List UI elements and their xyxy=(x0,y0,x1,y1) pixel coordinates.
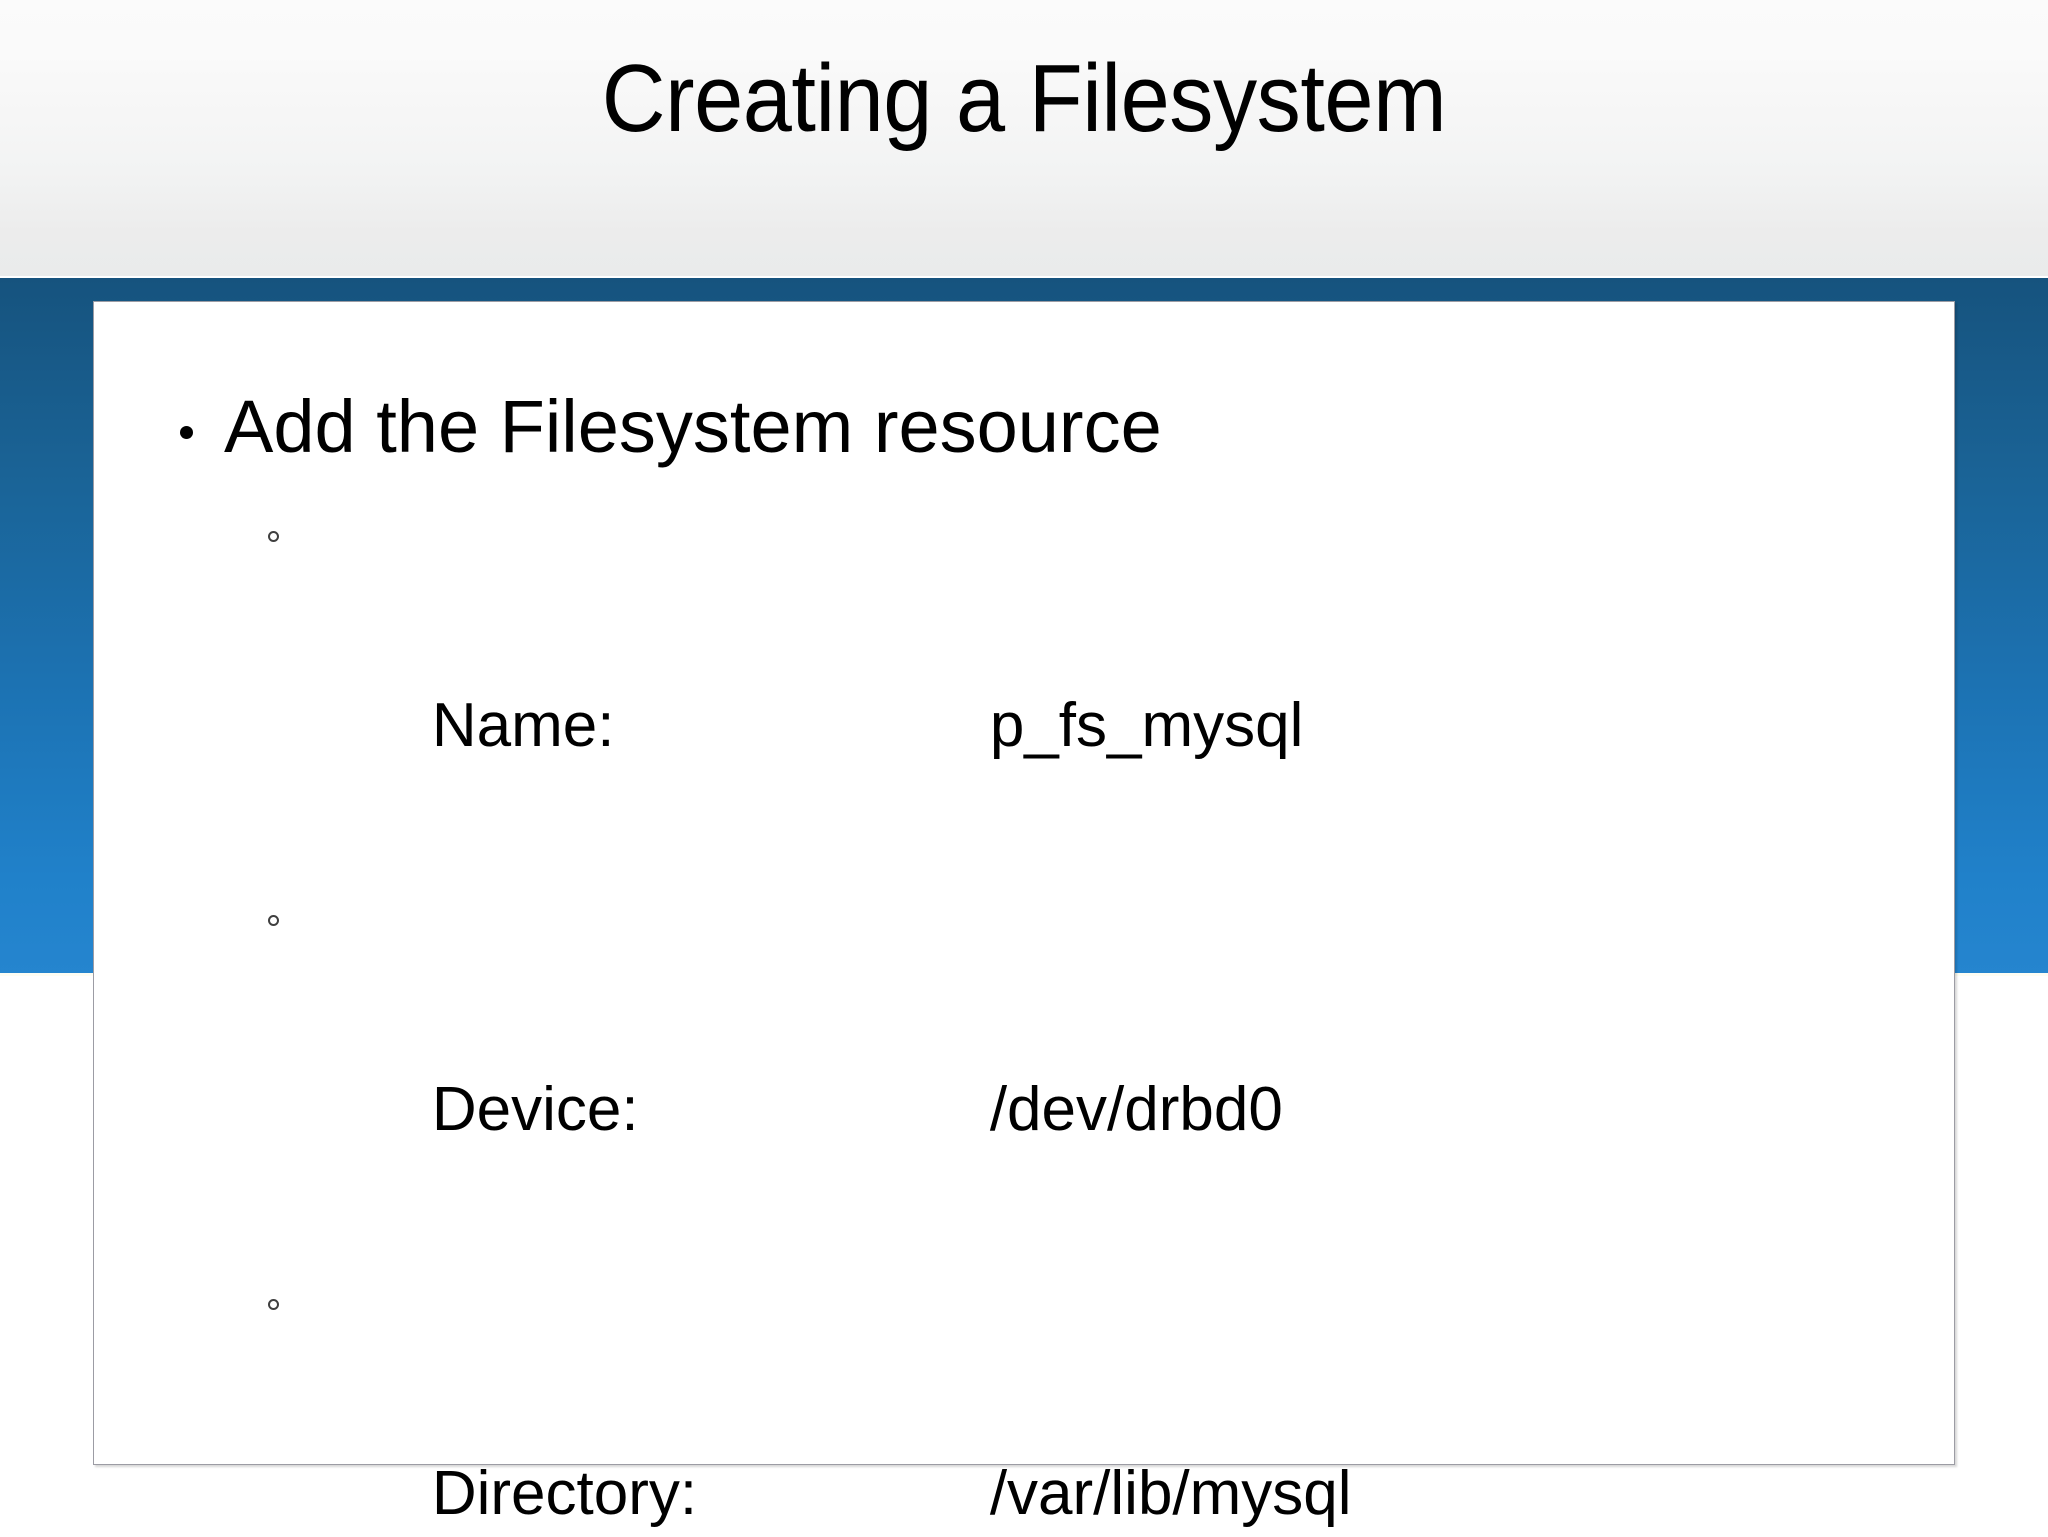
list-item: Directory: /var/lib/mysql xyxy=(94,1254,1954,1537)
filled-disc-bullet-icon xyxy=(180,426,193,439)
field-label: Device: xyxy=(431,1075,639,1144)
slide-header-band xyxy=(0,0,2048,278)
bullet-list: Add the Filesystem resource Name: p_fs_my… xyxy=(94,302,1954,1537)
hollow-circle-bullet-icon xyxy=(268,1299,279,1310)
list-item-label: Add the Filesystem resource xyxy=(224,385,1162,468)
list-item: Device: /dev/drbd0 xyxy=(94,870,1954,1254)
page-title: Creating a Filesystem xyxy=(601,45,1447,152)
list-item: Name: p_fs_mysql xyxy=(94,486,1954,870)
list-item: Add the Filesystem resource xyxy=(94,368,1954,486)
field-label: Name: xyxy=(431,691,615,760)
content-card: Add the Filesystem resource Name: p_fs_my… xyxy=(93,301,1955,1528)
header-hairline-divider xyxy=(0,276,2048,278)
field-value: /var/lib/mysql xyxy=(989,1459,1352,1528)
hollow-circle-bullet-icon xyxy=(268,915,279,926)
field-value: /dev/drbd0 xyxy=(989,1075,1283,1144)
list-top-spacer xyxy=(94,302,1954,368)
hollow-circle-bullet-icon xyxy=(268,531,279,542)
field-label: Directory: xyxy=(431,1459,698,1528)
field-value: p_fs_mysql xyxy=(989,691,1304,760)
